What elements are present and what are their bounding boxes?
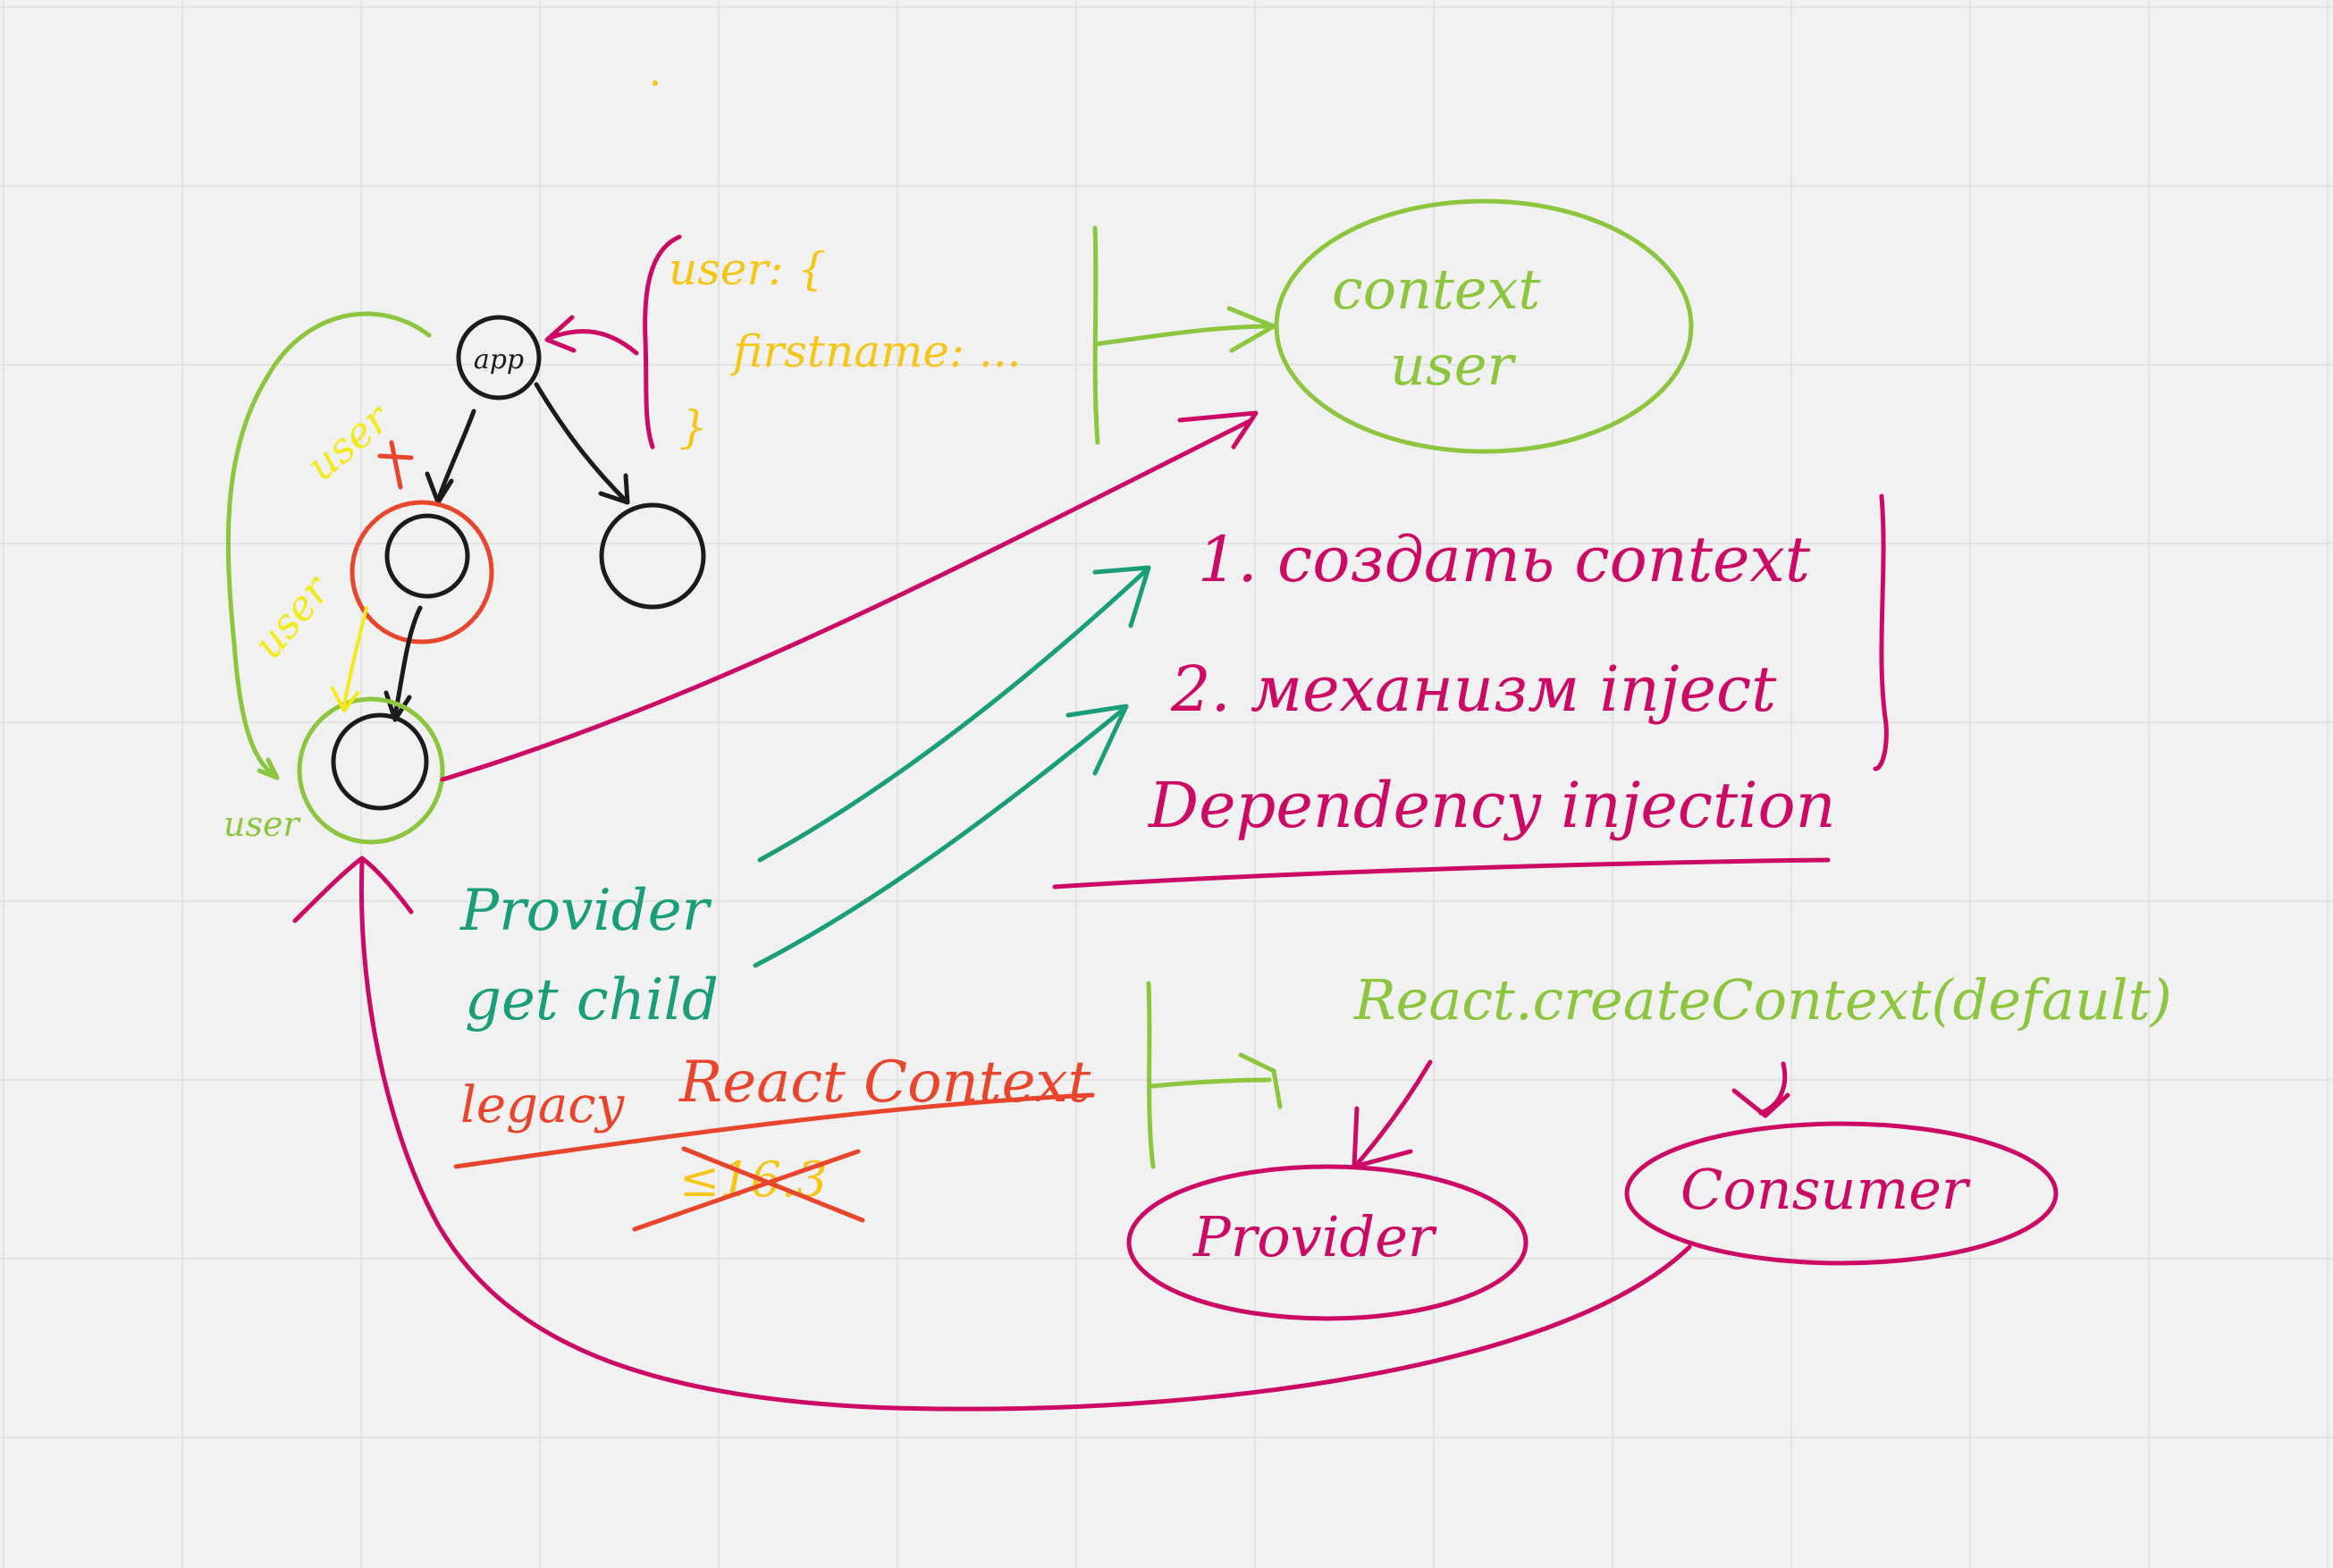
provider-label: Provider	[1192, 1204, 1437, 1269]
yellow-pass-arrow	[342, 606, 368, 708]
arrow-to-root-head	[544, 315, 577, 353]
steps-list: 1. создать context 2. механизм inject De…	[1052, 493, 1889, 889]
legacy-note: legacy React Context ≤16.3	[453, 1050, 1095, 1232]
context-line1: context	[1332, 257, 1541, 322]
arrow-to-provider	[1356, 1059, 1433, 1165]
teal-arrow-1	[757, 569, 1147, 863]
yellow-pass-arrowhead	[331, 687, 359, 712]
provider-note-2: get child	[465, 967, 719, 1033]
state-line1: user: {	[669, 243, 826, 295]
green-loop-arrow	[225, 311, 432, 779]
dependency-injection-label: Dependency injection	[1147, 769, 1836, 842]
consumer-ellipse	[1624, 1121, 2059, 1266]
arrow-to-consumer-head	[1731, 1088, 1790, 1118]
bottom-node	[331, 712, 429, 811]
right-child-node	[599, 502, 706, 610]
create-context-call: React.createContext(default)	[1353, 967, 2172, 1033]
version-strike-2	[681, 1146, 865, 1223]
state-object: user: { firstname: ... }	[544, 234, 1021, 453]
step-1: 1. создать context	[1198, 523, 1811, 596]
teal-arrow-2-head	[1065, 704, 1129, 776]
prop-label-1: user	[297, 392, 400, 490]
arrow-to-root	[547, 329, 639, 356]
prop-label-2: user	[243, 565, 341, 668]
state-brace	[643, 234, 682, 450]
component-tree: app user user user	[223, 311, 706, 845]
state-line3: }	[679, 401, 708, 453]
context-ellipse	[1274, 198, 1694, 454]
left-child-ring	[350, 500, 494, 645]
legacy-word: legacy	[460, 1076, 626, 1134]
legacy-to-api-arrow	[1146, 981, 1283, 1169]
provider-notes: Provider get child	[459, 565, 1151, 1033]
bottom-node-halo	[297, 696, 445, 845]
bottom-to-context-arrow	[440, 410, 1259, 782]
root-node-label: app	[474, 344, 524, 375]
prop-label-3: user	[223, 805, 301, 844]
arrow-to-consumer	[1758, 1061, 1788, 1116]
legacy-react-context: React Context	[678, 1050, 1091, 1116]
left-child-node	[384, 513, 470, 599]
cut-mark	[377, 440, 414, 490]
edge-root-left	[435, 409, 476, 503]
consumer-label: Consumer	[1680, 1157, 1971, 1222]
context-box: context user	[1274, 198, 1694, 454]
teal-arrow-2	[753, 708, 1124, 968]
state-line2: firstname: ...	[729, 325, 1021, 377]
teal-arrow-1-head	[1092, 565, 1151, 628]
legacy-underline	[453, 1092, 1095, 1169]
edge-root-right	[534, 382, 628, 503]
provider-ellipse	[1126, 1164, 1529, 1321]
provider-note-1: Provider	[459, 878, 712, 944]
steps-underline	[1052, 857, 1831, 889]
stray-dot	[653, 80, 658, 86]
context-line2: user	[1390, 333, 1516, 398]
steps-brace	[1873, 493, 1889, 771]
create-context-api: React.createContext(default) Provider Co…	[1126, 967, 2172, 1321]
edge-root-right-head	[598, 473, 630, 505]
state-to-context-arrow	[1092, 225, 1276, 445]
green-loop-arrowhead	[257, 757, 280, 780]
root-node	[456, 315, 542, 400]
version-strike-1	[632, 1149, 861, 1232]
consumer-to-node-arrow	[292, 856, 1692, 1412]
step-2: 2. механизм inject	[1170, 653, 1777, 726]
